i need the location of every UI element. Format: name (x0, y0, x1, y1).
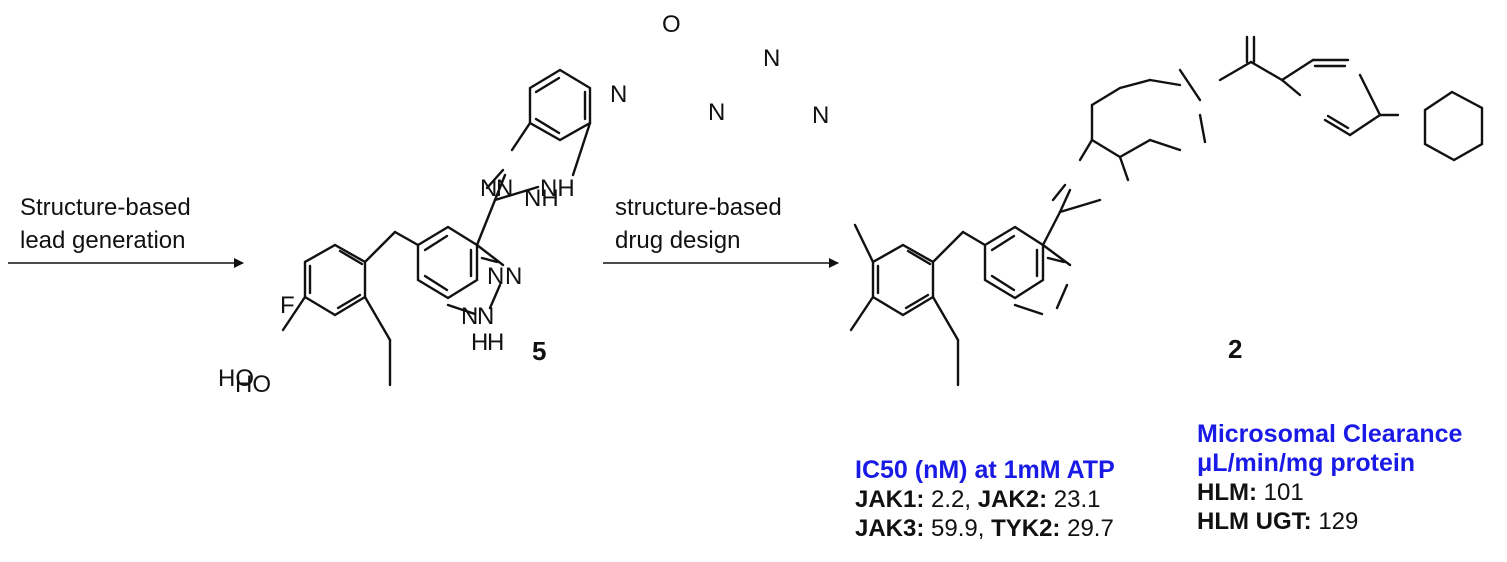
clearance-value-hlm-ugt: 129 (1311, 508, 1359, 535)
compound-2-atom-n-amide: N (610, 81, 627, 108)
arrow-2-condition-line2: drug design (615, 227, 740, 254)
compound-2-atom-o: O (662, 11, 681, 38)
compound-2-atom-n-pyrazine-1: N (763, 45, 780, 72)
compound-5-atom-h-indazole: H (487, 329, 504, 356)
compound-2-atom-ho: HO (235, 371, 271, 398)
ic50-label-tyk2: TYK2: (991, 515, 1061, 542)
compound-2-bonds (849, 35, 1484, 387)
clearance-row-hlm: HLM: 101 (1197, 478, 1462, 507)
compound-2-atom-nh-indazole: N (461, 303, 478, 330)
compound-5-atom-nh-benzimidazole: NH (540, 175, 575, 202)
ic50-value-jak3: 59.9, (924, 515, 992, 542)
clearance-label-hlm: HLM: (1197, 479, 1257, 506)
clearance-label-hlm-ugt: HLM UGT: (1197, 508, 1312, 535)
compound-5-atom-n-indazole: N (505, 263, 522, 290)
ic50-row-1: JAK1: 2.2, JAK2: 23.1 (855, 485, 1115, 514)
compound-5-bonds (281, 68, 592, 387)
ic50-value-tyk2: 29.7 (1060, 515, 1114, 542)
arrow-1-condition-line1: Structure-based (20, 194, 191, 221)
compound-5-atom-ho: HO (218, 365, 254, 392)
arrow-1-condition-line2: lead generation (20, 227, 185, 254)
compound-2-atom-labels: O N N N N N NH N N H F HO (235, 11, 829, 398)
reaction-arrow-1: Structure-based lead generation (8, 194, 244, 268)
compound-5-label: 5 (532, 336, 546, 366)
compound-5-structure: N NH N N H HO 5 (218, 68, 592, 392)
compound-2-atom-h-indazole: H (471, 329, 488, 356)
compound-2-atom-n-pyrazine-2: N (708, 99, 725, 126)
ic50-value-jak2: 23.1 (1047, 486, 1101, 513)
ic50-label-jak3: JAK3: (855, 515, 925, 542)
ic50-row-2: JAK3: 59.9, TYK2: 29.7 (855, 514, 1115, 543)
arrow-2-condition-line1: structure-based (615, 194, 782, 221)
compound-2-atom-nh-imidazole: NH (524, 185, 559, 212)
ic50-panel: IC50 (nM) at 1mM ATP JAK1: 2.2, JAK2: 23… (855, 456, 1115, 543)
clearance-heading-1: Microsomal Clearance (1197, 420, 1463, 448)
ic50-label-jak1: JAK1: (855, 486, 925, 513)
compound-5-atom-nh-indazole: N (477, 303, 494, 330)
clearance-heading-2: μL/min/mg protein (1197, 449, 1416, 477)
compound-2-atom-f: F (280, 292, 295, 319)
compound-2-atom-n-piperidine: N (812, 102, 829, 129)
clearance-row-hlm-ugt: HLM UGT: 129 (1197, 507, 1462, 536)
reaction-arrow-2: structure-based drug design (603, 194, 839, 268)
compound-2-label: 2 (1228, 334, 1242, 364)
compound-2-atom-n-imidazole: N (480, 175, 497, 202)
ic50-heading: IC50 (nM) at 1mM ATP (855, 456, 1115, 484)
compound-2-structure (849, 35, 1484, 387)
clearance-value-hlm: 101 (1256, 479, 1304, 506)
compound-5-atom-n-benzimidazole: N (496, 175, 513, 202)
ic50-value-jak1: 2.2, (924, 486, 978, 513)
clearance-panel: Microsomal Clearance μL/min/mg protein H… (1197, 420, 1462, 536)
compound-2-atom-n-indazole: N (487, 263, 504, 290)
ic50-label-jak2: JAK2: (977, 486, 1048, 513)
